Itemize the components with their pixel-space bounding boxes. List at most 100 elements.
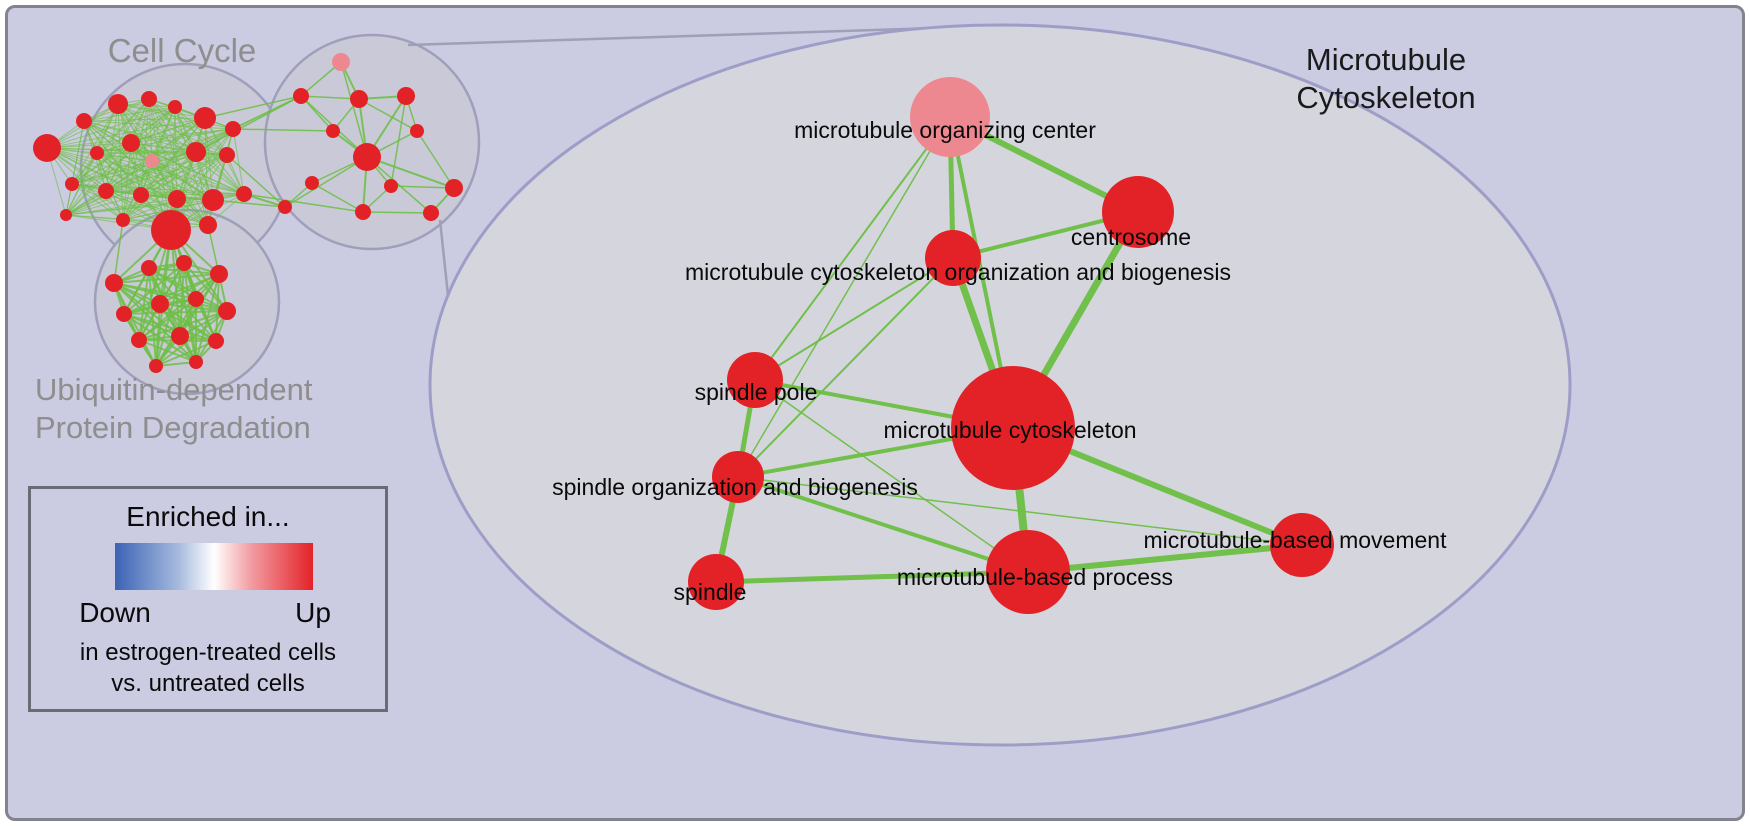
mini-edge	[138, 298, 197, 341]
microtubule-cluster	[263, 33, 481, 251]
mini-go-term-node	[278, 200, 292, 214]
mini-edge	[105, 142, 132, 192]
mini-edge	[232, 128, 334, 132]
mini-go-term-node	[293, 88, 309, 104]
legend-title: Enriched in...	[126, 501, 290, 532]
mini-edge	[232, 128, 245, 195]
mini-go-term-node	[122, 134, 140, 152]
mini-edge	[130, 128, 234, 144]
go-term-node	[925, 230, 981, 286]
mini-go-term-node	[65, 177, 79, 191]
mini-edge	[183, 262, 228, 312]
mini-go-term-node	[350, 90, 368, 108]
mini-edge	[204, 95, 302, 119]
mini-go-term-node	[326, 124, 340, 138]
mini-edge	[358, 98, 418, 132]
mini-go-term-node	[141, 260, 157, 276]
mini-go-term-node	[384, 179, 398, 193]
mini-edge	[362, 211, 432, 214]
mini-go-term-node	[410, 124, 424, 138]
go-term-node	[727, 352, 783, 408]
mini-edge	[71, 183, 124, 221]
mini-edge	[123, 267, 150, 315]
go-term-node-label: microtubule organizing center	[794, 117, 1096, 143]
mini-edge	[65, 152, 98, 216]
mini-edge	[140, 151, 197, 196]
mini-edge	[159, 303, 228, 312]
go-term-edge	[713, 569, 1031, 585]
mini-edge	[340, 61, 368, 158]
mini-edge	[155, 340, 217, 367]
mini-network-edges	[46, 61, 455, 367]
go-term-node	[910, 77, 990, 157]
mini-edge	[300, 95, 360, 100]
mini-go-term-node	[141, 91, 157, 107]
mini-edge	[105, 151, 197, 192]
mini-edge	[148, 98, 153, 162]
go-term-node-label: spindle organization and biogenesis	[552, 474, 918, 500]
mini-go-term-node	[98, 183, 114, 199]
mini-edge	[96, 152, 153, 162]
mini-edge	[138, 267, 150, 341]
big-network-labels: microtubule organizing center centrosome m…	[552, 117, 1447, 605]
mini-edge	[96, 152, 245, 195]
legend-box: Enriched in... Down Up in estrogen-treat…	[28, 486, 388, 712]
mini-edge	[71, 103, 119, 185]
mini-go-term-node	[131, 332, 147, 348]
mini-edge	[176, 128, 234, 200]
mini-go-term-node	[423, 205, 439, 221]
go-term-edge	[737, 116, 951, 478]
go-term-edge	[754, 116, 951, 381]
go-term-edge	[1025, 542, 1305, 575]
mini-edge	[122, 154, 228, 221]
mini-go-term-node	[116, 306, 132, 322]
go-term-node-label: microtubule-based movement	[1144, 527, 1448, 553]
mini-edge	[71, 142, 132, 185]
mini-go-term-node	[60, 209, 72, 221]
go-term-node-label: spindle	[674, 579, 747, 605]
cell-cycle-cluster-label: Cell Cycle	[108, 32, 257, 69]
mini-edge	[130, 142, 209, 226]
mini-edge	[311, 182, 364, 213]
mini-go-term-node	[90, 146, 104, 160]
go-term-node-label: microtubule cytoskeleton organization an…	[685, 259, 1231, 285]
mini-go-term-node	[332, 53, 350, 71]
mini-edge	[123, 310, 228, 315]
go-term-node	[1102, 176, 1174, 248]
mini-edge	[366, 156, 432, 214]
mini-go-term-node	[108, 94, 128, 114]
mini-edge	[416, 130, 455, 189]
mini-edge	[65, 194, 142, 216]
mini-edge	[123, 313, 217, 342]
go-term-node-label: spindle pole	[695, 379, 818, 405]
mini-go-term-node	[305, 176, 319, 190]
mini-go-term-node	[168, 190, 186, 208]
mini-edge	[65, 106, 176, 216]
mini-edge	[122, 98, 150, 221]
go-term-node-label: centrosome	[1071, 224, 1191, 250]
mini-edge	[390, 95, 407, 187]
mini-edge	[130, 142, 245, 195]
mini-edge	[212, 199, 286, 208]
legend-up-label: Up	[295, 597, 331, 628]
mini-edge	[123, 273, 220, 315]
mini-edge	[176, 154, 228, 200]
mini-go-term-node	[210, 265, 228, 283]
mini-go-term-node	[194, 107, 216, 129]
mini-edge	[113, 219, 124, 284]
legend-down-label: Down	[79, 597, 151, 628]
mini-go-term-node	[168, 100, 182, 114]
mini-go-term-node	[397, 87, 415, 105]
mini-edge	[105, 154, 228, 192]
go-term-node	[951, 366, 1075, 490]
go-term-node	[688, 554, 744, 610]
go-term-edge	[754, 379, 1029, 573]
go-term-edge	[736, 475, 1030, 574]
mini-edge	[113, 282, 157, 367]
mini-go-term-node	[208, 333, 224, 349]
microtubule-heading-line1: Microtubule	[1306, 42, 1466, 77]
mini-edge	[117, 103, 172, 231]
mini-edge	[105, 190, 209, 226]
go-term-node-label: microtubule-based process	[897, 564, 1173, 590]
